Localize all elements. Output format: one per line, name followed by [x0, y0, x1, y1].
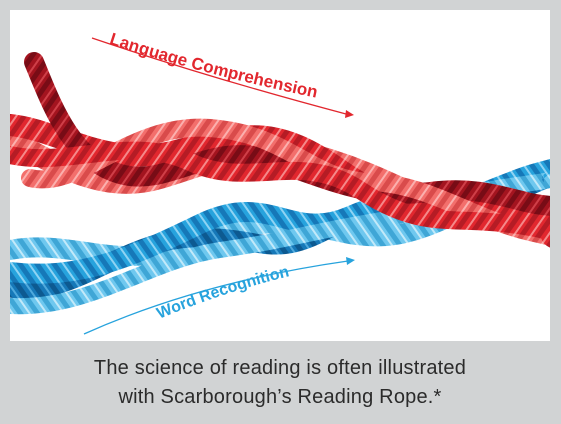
figure-caption: The science of reading is often illustra… [10, 341, 550, 424]
language-comprehension-arrow [91, 37, 354, 118]
red-strand-main-2 [10, 141, 550, 248]
language-comprehension-label: Language Comprehension [108, 29, 320, 101]
caption-line-2: with Scarborough’s Reading Rope.* [118, 385, 442, 408]
word-recognition-label: Word Recognition [154, 263, 290, 322]
blue-strand-pale [10, 171, 550, 315]
word-recognition-arrow [83, 257, 355, 335]
language-comprehension-strands [10, 52, 550, 248]
reading-rope-svg: Language Comprehension Word Recognition [10, 29, 550, 335]
caption-line-1: The science of reading is often illustra… [93, 356, 467, 379]
reading-rope-illustration: Language Comprehension Word Recognition [10, 10, 550, 341]
